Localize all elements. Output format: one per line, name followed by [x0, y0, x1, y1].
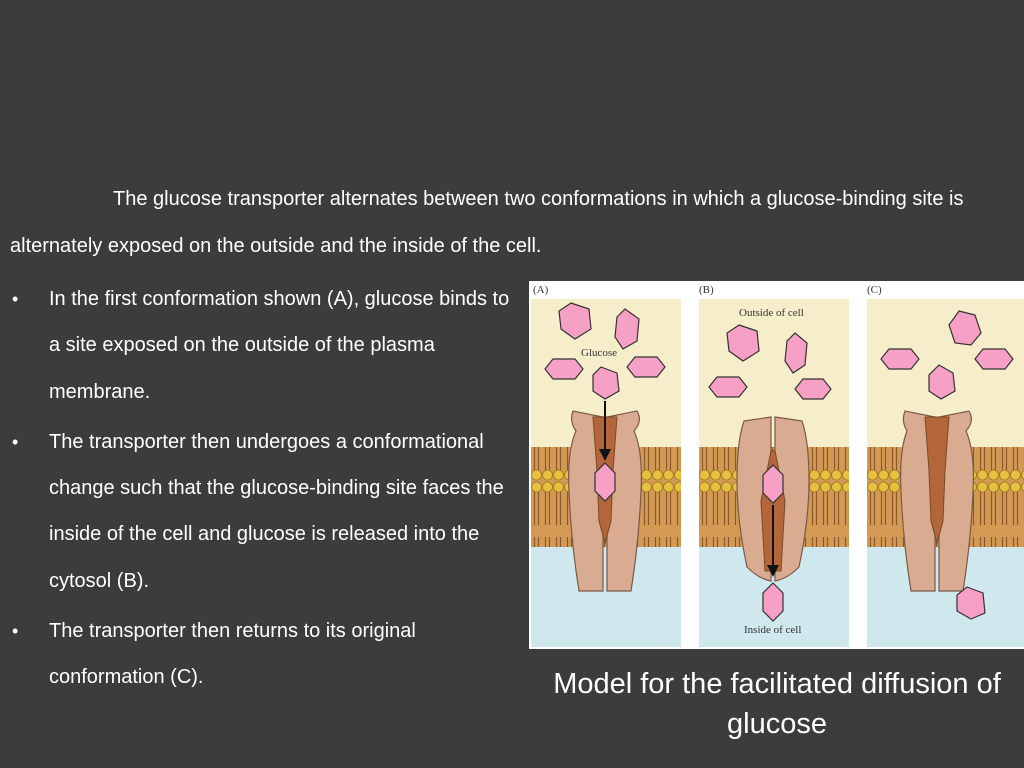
bullet-item: • In the first conformation shown (A), g…	[10, 276, 520, 415]
glucose-molecule	[784, 332, 808, 374]
transport-figure: (A) (B) (C) Glucose Outside of cell Insi…	[529, 281, 1024, 649]
panel-a	[531, 299, 681, 647]
transporter	[900, 410, 936, 592]
glucose-molecule	[948, 310, 982, 346]
glucose-molecule	[558, 302, 592, 340]
glucose-molecule	[880, 348, 920, 370]
glucose-molecule	[974, 348, 1014, 370]
glucose-molecule	[794, 378, 832, 400]
bullet-text: The transporter then undergoes a conform…	[49, 430, 504, 592]
transporter	[606, 410, 642, 592]
transporter	[568, 410, 604, 592]
glucose-molecule	[762, 582, 784, 622]
transporter	[774, 416, 810, 582]
panel-b	[699, 299, 849, 647]
glucose-molecule	[708, 376, 748, 398]
inside-label: Inside of cell	[744, 624, 801, 636]
binding-channel	[924, 416, 950, 545]
glucose-molecule	[928, 364, 956, 400]
glucose-molecule	[594, 462, 616, 502]
panel-label-b: (B)	[699, 284, 714, 296]
bullet-marker: •	[12, 289, 19, 309]
glucose-molecule	[762, 464, 784, 504]
panel-label-c: (C)	[867, 284, 882, 296]
glucose-molecule	[544, 358, 584, 380]
glucose-molecule	[592, 366, 620, 400]
transport-diagram: (A) (B) (C) Glucose Outside of cell Insi…	[531, 284, 1024, 647]
outside-label: Outside of cell	[739, 307, 804, 319]
bullet-list: • In the first conformation shown (A), g…	[10, 276, 520, 705]
bullet-marker: •	[12, 431, 19, 452]
bullet-text: In the first conformation shown (A), glu…	[49, 288, 510, 403]
figure-caption: Model for the facilitated diffusion of g…	[553, 668, 1001, 740]
bullet-item: • The transporter then returns to its or…	[10, 608, 520, 701]
panel-label-a: (A)	[533, 284, 549, 296]
glucose-molecule	[956, 586, 986, 620]
bullet-item: • The transporter then undergoes a confo…	[10, 419, 520, 604]
transporter	[736, 416, 772, 582]
bullet-marker: •	[12, 621, 19, 642]
glucose-molecule	[614, 308, 640, 350]
intro-paragraph: The glucose transporter alternates betwe…	[10, 188, 964, 257]
bullet-text: The transporter then returns to its orig…	[49, 620, 416, 689]
transporter	[938, 410, 974, 592]
glucose-molecule	[726, 324, 760, 362]
glucose-molecule	[626, 356, 666, 378]
glucose-label: Glucose	[581, 347, 617, 359]
panel-c	[867, 299, 1024, 647]
